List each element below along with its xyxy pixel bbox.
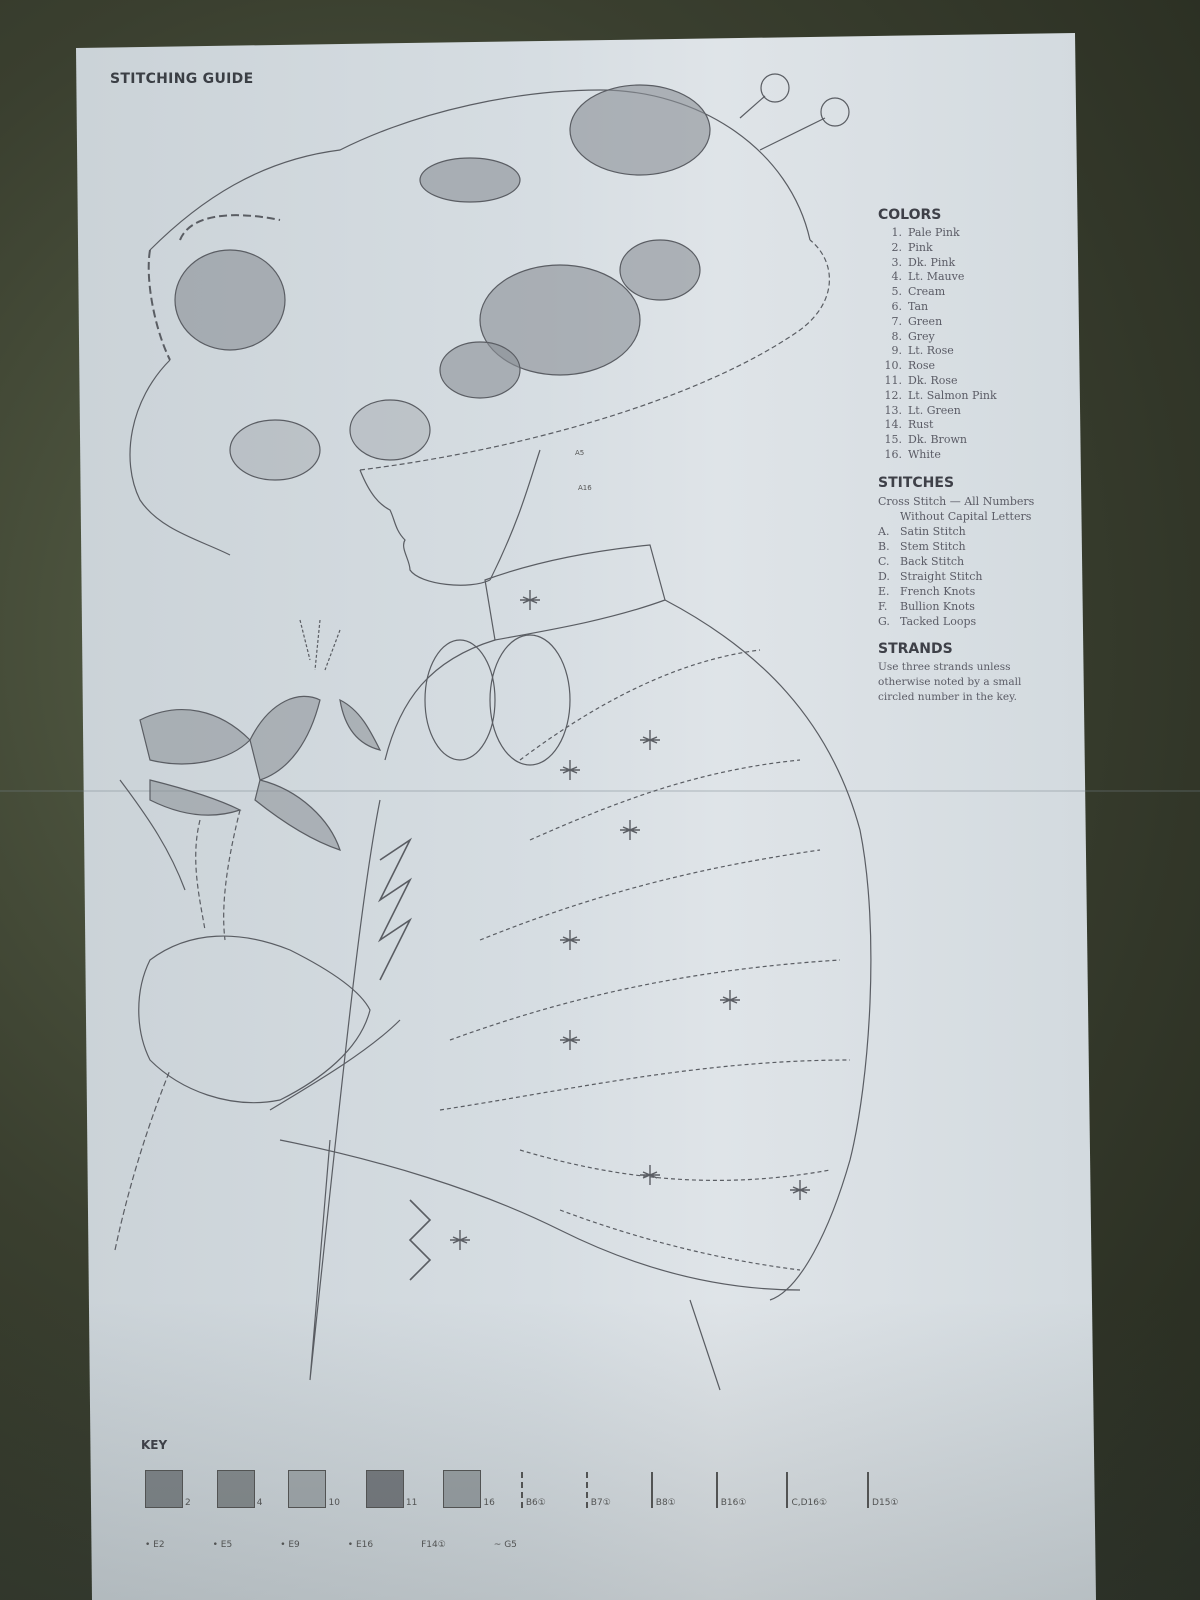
color-item: 10.Rose: [884, 359, 936, 373]
stitches-list: Cross Stitch — All Numbers Without Capit…: [878, 494, 1068, 629]
hatpin-head: [760, 73, 790, 103]
strands-heading: STRANDS: [878, 640, 953, 657]
color-item: 16.White: [884, 447, 941, 461]
key-swatch: 10: [288, 1470, 340, 1508]
key-line: D15①: [867, 1472, 899, 1508]
stitch-item: F.Bullion Knots: [878, 599, 975, 613]
key-item: • E9: [280, 1540, 300, 1550]
hair: [129, 359, 231, 556]
key-line: B16①: [715, 1472, 746, 1508]
star-stitches: [450, 590, 810, 1250]
key-swatch: 4: [216, 1470, 262, 1508]
key-item: • E5: [212, 1540, 233, 1550]
hat-outline: [149, 89, 811, 251]
key-swatch: 16: [443, 1470, 495, 1508]
key-item: • E2: [145, 1540, 165, 1550]
color-item: 8.Grey: [891, 329, 935, 343]
colors-heading: COLORS: [878, 207, 942, 223]
key-swatch: 2: [145, 1470, 191, 1508]
stitch-item: A.Satin Stitch: [878, 524, 966, 538]
key-item: • E16: [347, 1540, 374, 1550]
legend-panel: COLORS 1.Pale Pink 2.Pink 3.Dk. Pink 4.L…: [878, 207, 1068, 705]
key-heading: KEY: [141, 1438, 168, 1452]
key-item: ~ G5: [493, 1540, 517, 1550]
color-item: 13.Lt. Green: [884, 403, 961, 417]
collar: [484, 544, 666, 641]
arm: [269, 1019, 801, 1291]
stitch-item: D.Straight Stitch: [878, 569, 983, 583]
stitch-item: B.Stem Stitch: [878, 539, 966, 553]
hat-band: [147, 249, 171, 361]
stitches-heading: STITCHES: [878, 474, 955, 491]
color-item: 3.Dk. Pink: [891, 255, 956, 269]
color-item: 5.Cream: [891, 285, 946, 299]
color-item: 7.Green: [891, 314, 943, 328]
color-item: 15.Dk. Brown: [884, 433, 967, 447]
face-profile: [359, 469, 491, 586]
color-item: 9.Lt. Rose: [891, 344, 954, 358]
color-item: 4.Lt. Mauve: [891, 270, 965, 284]
key-item: F14①: [421, 1540, 446, 1550]
stitch-item: E.French Knots: [878, 584, 976, 598]
key-line: C,D16①: [786, 1472, 827, 1508]
dress-outline: [384, 599, 872, 1301]
hand: [138, 935, 371, 1104]
lily-stem: [195, 809, 241, 941]
stitch-item: C.Back Stitch: [878, 554, 965, 568]
key-row: 2 4 10 11 16 B6① B7① B8① B16① C,D16① D15…: [145, 1470, 939, 1508]
stitch-item: G.Tacked Loops: [878, 614, 977, 628]
color-item: 14.Rust: [884, 418, 934, 432]
color-item: 1.Pale Pink: [891, 226, 960, 239]
hat-brim: [359, 239, 830, 471]
key-swatch: 11: [365, 1470, 417, 1508]
fold-crease: [0, 790, 1200, 792]
sleeve-stitches: [439, 649, 851, 1271]
hat-roses: [174, 84, 711, 481]
color-item: 11.Dk. Rose: [884, 373, 958, 387]
color-item: 12.Lt. Salmon Pink: [884, 388, 997, 402]
color-item: 2.Pink: [891, 240, 933, 254]
bodice-panel: [489, 634, 571, 766]
strands-text: Use three strands unless otherwise noted…: [878, 660, 1022, 703]
key-line: B7①: [585, 1472, 611, 1508]
hatpin-head: [820, 97, 850, 127]
key-line: B6①: [520, 1472, 546, 1508]
key-line: B8①: [650, 1472, 676, 1508]
lily-flower: [139, 695, 382, 851]
color-item: 6.Tan: [891, 299, 929, 313]
earring-label: A5: [575, 449, 584, 457]
key-row-2: • E2 • E5 • E9 • E16 F14① ~ G5: [145, 1540, 565, 1550]
colors-list: 1.Pale Pink 2.Pink 3.Dk. Pink 4.Lt. Mauv…: [878, 226, 1068, 463]
earring-label: A16: [578, 484, 592, 492]
page-title: STITCHING GUIDE: [110, 71, 254, 87]
bodice-panel: [424, 639, 496, 761]
